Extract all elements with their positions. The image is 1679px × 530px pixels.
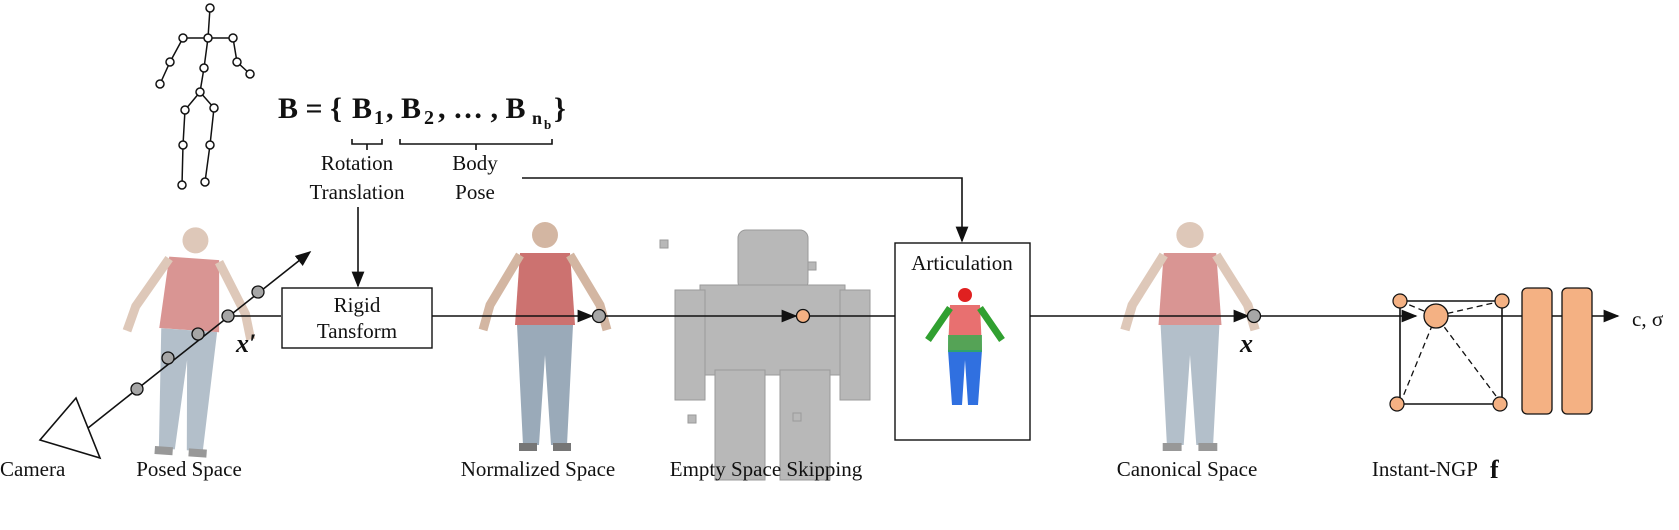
- normalized-point: [591, 308, 607, 324]
- brace-rotation: [351, 139, 383, 150]
- skeleton-icon: [155, 3, 255, 190]
- caption-empty-space-skipping: Empty Space Skipping: [670, 457, 863, 481]
- canonical-point: [1246, 308, 1262, 324]
- formula-bn-subsub: b: [544, 117, 551, 132]
- caption-f: f: [1490, 455, 1499, 484]
- mlp-layer-2: [1561, 287, 1593, 415]
- x-label: x: [1239, 329, 1253, 358]
- caption-canonical-space: Canonical Space: [1117, 457, 1258, 481]
- articulation-label: Articulation: [911, 251, 1013, 275]
- formula-lhs: B = {: [278, 92, 342, 125]
- formula-b2-sub: 2: [424, 107, 434, 129]
- camera-icon: [38, 396, 102, 460]
- interpolated-feature-node: [1423, 303, 1449, 329]
- transform-label: Tansform: [317, 319, 397, 343]
- formula-dots: , … , B: [438, 92, 526, 125]
- skinning-weights-image: [925, 288, 1005, 405]
- caption-posed-space: Posed Space: [136, 457, 242, 481]
- formula-b1: B: [352, 92, 372, 125]
- formula-b2: , B: [386, 92, 421, 125]
- rotation-label: Rotation: [321, 151, 394, 175]
- normalized-human-image: [483, 222, 607, 451]
- skipped-point: [795, 308, 811, 324]
- formula-b1-sub: 1: [374, 107, 384, 129]
- rigid-label: Rigid: [334, 293, 381, 317]
- formula-bn-sub: n: [532, 108, 542, 128]
- body-label: Body: [452, 151, 498, 175]
- mlp-layer-1: [1521, 287, 1553, 415]
- voxel-human-image: [659, 229, 871, 481]
- pose-formula: B = { B 1 , B 2 , … , B n b }: [278, 92, 566, 132]
- caption-instant-ngp: Instant-NGP: [1372, 457, 1478, 481]
- canonical-human-image: [1125, 222, 1255, 451]
- hash-grid-icon: [1389, 293, 1510, 412]
- caption-camera: Camera: [0, 457, 66, 481]
- brace-body-pose: [399, 139, 553, 150]
- pose-label: Pose: [455, 180, 495, 204]
- caption-normalized-space: Normalized Space: [461, 457, 616, 481]
- output-label: c, σ: [1632, 307, 1663, 331]
- pose-to-articulation-arrow: [522, 177, 969, 243]
- rigid-transform-box: [281, 287, 433, 349]
- formula-close: }: [554, 92, 566, 125]
- x-prime-label: x′: [235, 329, 256, 358]
- translation-label: Translation: [310, 180, 405, 204]
